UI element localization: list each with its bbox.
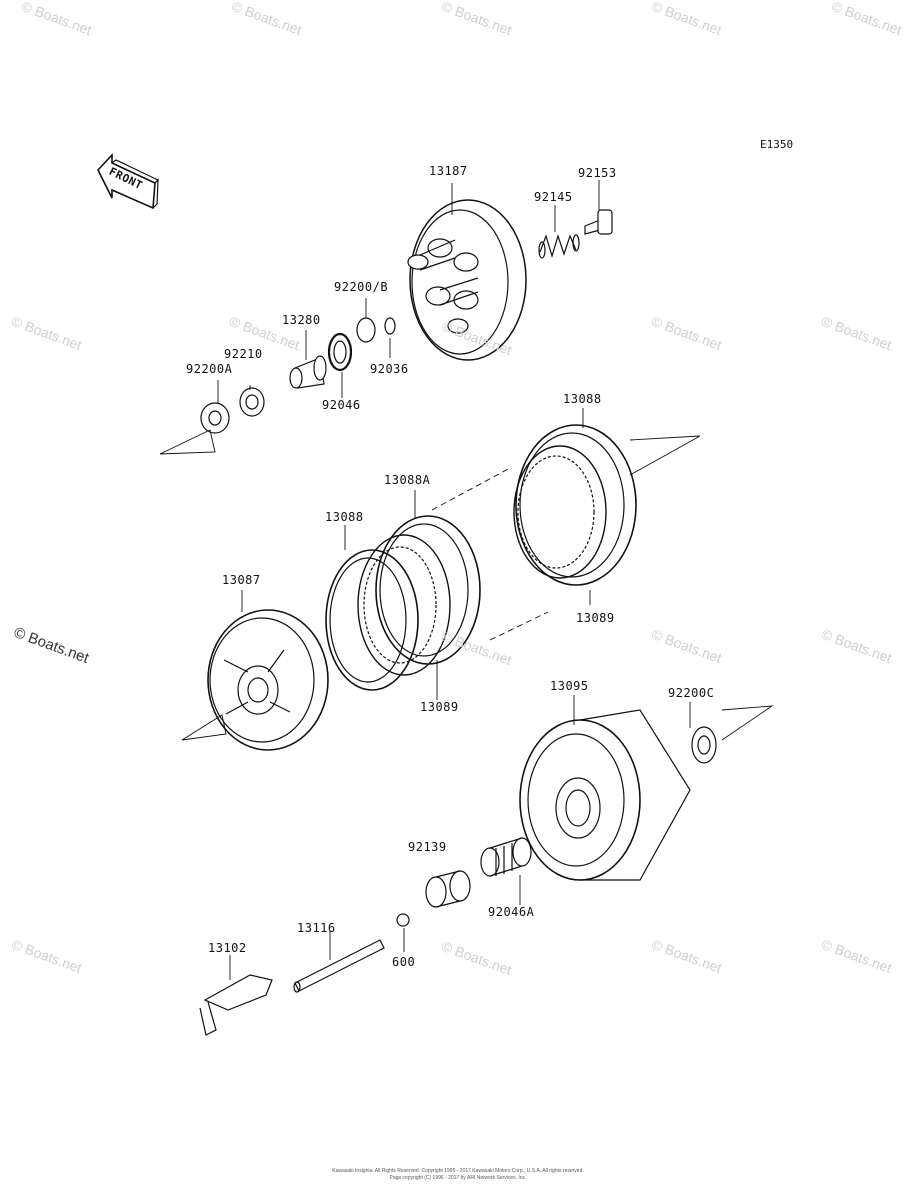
label-92200a: 92200A bbox=[186, 362, 233, 376]
label-92145: 92145 bbox=[534, 190, 573, 204]
part-13116-push-rod bbox=[293, 939, 385, 993]
label-92200c: 92200C bbox=[668, 686, 715, 700]
part-92210-nut bbox=[239, 387, 265, 417]
label-13280: 13280 bbox=[282, 313, 321, 327]
leader-lines bbox=[159, 180, 774, 980]
front-arrow-icon bbox=[97, 152, 160, 210]
label-13088a: 13088A bbox=[384, 473, 431, 487]
label-13087: 13087 bbox=[222, 573, 261, 587]
part-92046a-needle-bearing bbox=[480, 837, 532, 877]
part-92145-spring bbox=[538, 234, 580, 259]
part-600-ball bbox=[396, 913, 410, 927]
label-92153: 92153 bbox=[578, 166, 617, 180]
part-13089-steel-plate-right bbox=[513, 445, 607, 579]
part-92153-bolt bbox=[584, 209, 613, 235]
part-13087-clutch-hub bbox=[207, 609, 329, 751]
part-13095-clutch-housing bbox=[519, 709, 691, 881]
part-13187-pressure-plate bbox=[407, 199, 527, 361]
label-13116: 13116 bbox=[297, 921, 336, 935]
footer-copyright: Kawasaki Insignia. All Rights Reserved. … bbox=[332, 1168, 584, 1174]
label-13089-right: 13089 bbox=[576, 611, 615, 625]
part-13088-friction-plate-right bbox=[515, 424, 637, 586]
part-13089-steel-plate-left bbox=[357, 534, 451, 676]
part-13280-pusher bbox=[289, 355, 327, 389]
label-13088-top: 13088 bbox=[563, 392, 602, 406]
part-13102-lever bbox=[199, 974, 273, 1036]
label-600: 600 bbox=[392, 955, 416, 969]
footer-page-copyright: Page copyright (C) 1996 - 2017 by ARI Ne… bbox=[389, 1175, 527, 1181]
label-92139: 92139 bbox=[408, 840, 447, 854]
part-13088-friction-plate-left bbox=[325, 549, 419, 691]
diagram-code: E1350 bbox=[760, 138, 794, 151]
part-92200a-washer bbox=[200, 402, 230, 434]
part-92139-collar bbox=[425, 870, 471, 908]
label-92046: 92046 bbox=[322, 398, 361, 412]
label-92036: 92036 bbox=[370, 362, 409, 376]
label-13187: 13187 bbox=[429, 164, 468, 178]
label-92210: 92210 bbox=[224, 347, 263, 361]
label-13088-left: 13088 bbox=[325, 510, 364, 524]
part-92200b-washer bbox=[356, 317, 376, 343]
label-92200b: 92200/B bbox=[334, 280, 389, 294]
label-13102: 13102 bbox=[208, 941, 247, 955]
part-92046-bearing bbox=[327, 332, 353, 372]
label-92046a: 92046A bbox=[488, 905, 535, 919]
label-13089-left: 13089 bbox=[420, 700, 459, 714]
part-92036-circlip bbox=[384, 317, 396, 335]
label-13095: 13095 bbox=[550, 679, 589, 693]
part-92200c-washer bbox=[691, 726, 717, 764]
